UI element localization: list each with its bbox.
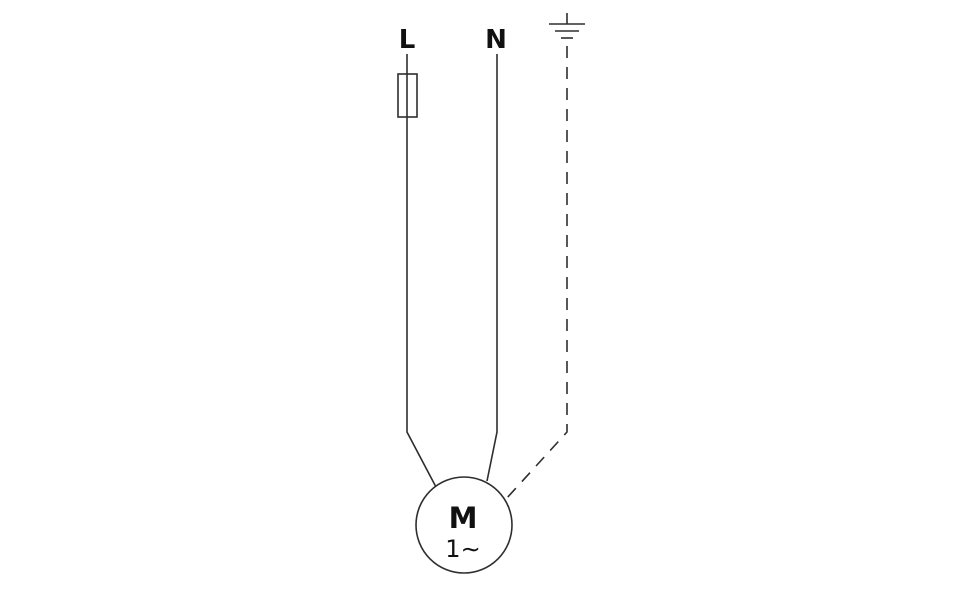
motor-phase-label: 1∼	[445, 535, 480, 563]
motor-label: M	[449, 501, 478, 535]
ground-wire	[505, 46, 568, 500]
neutral-terminal-label: N	[485, 25, 507, 55]
neutral-wire	[486, 54, 498, 482]
diagram-strokes	[397, 13, 585, 574]
fuse-symbol	[397, 73, 418, 118]
earth-ground-icon	[549, 13, 585, 39]
line-wire	[406, 54, 437, 488]
diagram-labels: L N M 1∼	[399, 25, 507, 563]
line-terminal-label: L	[399, 25, 416, 55]
motor-circle	[415, 476, 513, 574]
